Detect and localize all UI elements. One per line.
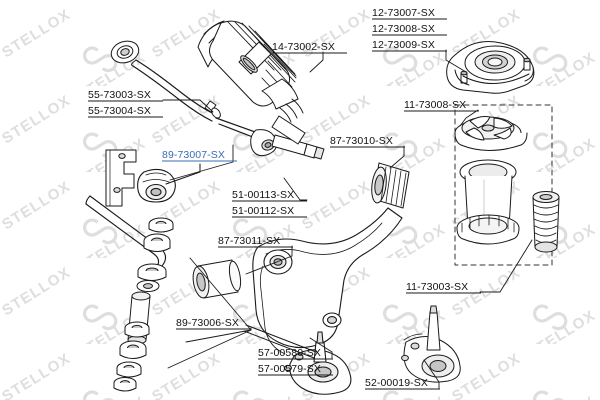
part-label-51-00112[interactable]: 51-00112-SX	[232, 206, 294, 217]
part-label-text: 12-73007-SX	[372, 7, 435, 19]
part-label-text: 11-73008-SX	[404, 99, 467, 111]
part-label-text: 51-00112-SX	[232, 205, 295, 217]
part-label-text: 12-73009-SX	[372, 39, 435, 51]
ball-joint	[401, 305, 461, 383]
part-label-text: 87-73010-SX	[330, 135, 393, 147]
part-label-89-73007-highlighted[interactable]: 89-73007-SX	[162, 150, 225, 161]
part-label-55-73003[interactable]: 55-73003-SX	[88, 90, 151, 101]
part-label-text: 55-73003-SX	[88, 89, 151, 101]
stabilizer-bracket	[105, 149, 137, 207]
lower-control-arm	[252, 207, 403, 395]
part-label-11-73008[interactable]: 11-73008-SX	[404, 100, 466, 111]
leader-line-highlighted	[165, 163, 201, 185]
part-label-text: 11-73003-SX	[406, 281, 469, 293]
part-label-text: 14-73002-SX	[272, 41, 335, 53]
control-arm-rear-bush	[192, 259, 242, 299]
stabilizer-link-rod	[243, 324, 317, 359]
part-label-11-73003[interactable]: 11-73003-SX	[406, 282, 468, 293]
part-label-text: 89-73007-SX	[162, 149, 225, 161]
part-label-12-73008[interactable]: 12-73008-SX	[372, 24, 435, 35]
bump-stop	[532, 191, 560, 253]
part-label-55-73004[interactable]: 55-73004-SX	[88, 106, 151, 117]
part-label-87-73010[interactable]: 87-73010-SX	[330, 136, 393, 147]
control-arm-front-bush	[371, 162, 410, 209]
part-label-57-00579[interactable]: 57-00579-SX	[258, 364, 321, 375]
part-label-text: 51-00113-SX	[232, 189, 295, 201]
part-label-text: 57-00579-SX	[258, 363, 321, 375]
stabilizer-bar-bush	[137, 168, 176, 203]
part-label-text: 52-00019-SX	[365, 377, 428, 389]
part-label-14-73002[interactable]: 14-73002-SX	[272, 42, 335, 53]
tie-rod-assembly	[110, 40, 325, 160]
stabilizer-link-stack	[113, 217, 174, 392]
part-label-text: 87-73011-SX	[218, 235, 281, 247]
part-label-89-73006[interactable]: 89-73006-SX	[176, 318, 239, 329]
part-label-text: 57-00580-SX	[258, 347, 321, 359]
strut-mount-assembly	[446, 41, 535, 94]
leader-lines	[162, 49, 533, 389]
part-label-12-73007[interactable]: 12-73007-SX	[372, 8, 435, 19]
steering-rack-boot	[197, 20, 306, 145]
part-label-52-00019[interactable]: 52-00019-SX	[365, 378, 428, 389]
part-label-57-00580[interactable]: 57-00580-SX	[258, 348, 321, 359]
strut-bearing	[454, 116, 528, 151]
part-label-text: 89-73006-SX	[176, 317, 239, 329]
part-label-51-00113[interactable]: 51-00113-SX	[232, 190, 294, 201]
strut-bearing-ring	[456, 214, 520, 245]
part-label-text: 55-73004-SX	[88, 105, 151, 117]
strut-component-group-box	[454, 104, 553, 266]
part-label-87-73011[interactable]: 87-73011-SX	[218, 236, 280, 247]
part-label-12-73009[interactable]: 12-73009-SX	[372, 40, 435, 51]
part-label-text: 12-73008-SX	[372, 23, 435, 35]
